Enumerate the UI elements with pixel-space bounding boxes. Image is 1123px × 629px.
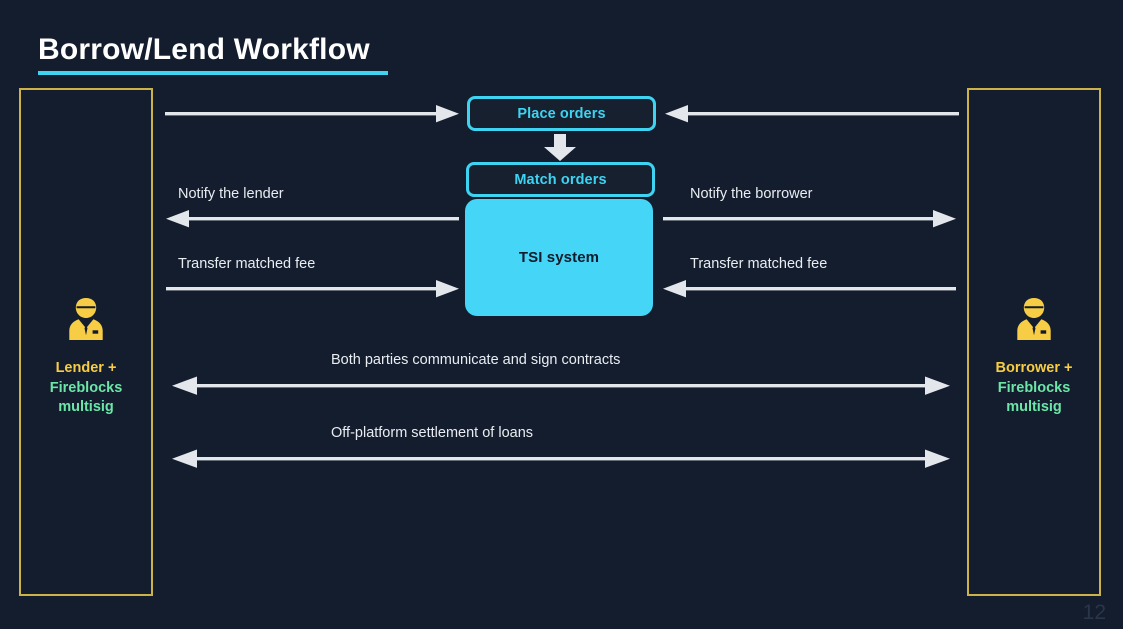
flow-label-notify-lender: Notify the lender: [178, 186, 284, 202]
node-tsi-system[interactable]: TSI system: [465, 199, 653, 316]
flow-arrow-notify-borrower: [663, 208, 956, 230]
party-lender-content: Lender + Fireblocks multisig: [21, 295, 151, 418]
party-borrower-role: Borrower +: [995, 360, 1073, 376]
flow-arrow-transfer-fee-lender: [166, 278, 459, 300]
flow-label-transfer-fee-lender: Transfer matched fee: [178, 256, 316, 272]
node-place-orders[interactable]: Place orders: [467, 96, 656, 131]
node-match-orders[interactable]: Match orders: [466, 162, 655, 197]
flow-label-communicate-sign: Both parties communicate and sign contra…: [331, 352, 621, 368]
flow-arrow-off-platform: [172, 448, 950, 470]
party-lender-wallet-line2: multisig: [58, 399, 114, 415]
flow-arrow-lender-place-orders: [165, 103, 459, 125]
flow-arrow-notify-lender: [166, 208, 459, 230]
flow-label-off-platform: Off-platform settlement of loans: [331, 425, 534, 441]
businessperson-icon: [969, 295, 1099, 351]
flow-arrow-communicate-sign: [172, 375, 950, 397]
party-lender-wallet-line1: Fireblocks: [49, 379, 123, 396]
title-underline: [38, 71, 388, 75]
party-panel-lender: Lender + Fireblocks multisig: [19, 88, 153, 596]
party-borrower-wallet-line2: multisig: [1006, 399, 1062, 415]
flow-label-notify-borrower: Notify the borrower: [690, 186, 813, 202]
party-borrower-wallet-line1: Fireblocks: [997, 379, 1071, 396]
flow-arrow-transfer-fee-borrower: [663, 278, 956, 300]
party-lender-role: Lender +: [55, 360, 117, 376]
party-panel-borrower: Borrower + Fireblocks multisig: [967, 88, 1101, 596]
page-number: 12: [1082, 601, 1106, 624]
flow-arrow-borrower-place-orders: [665, 103, 959, 125]
page-title: Borrow/Lend Workflow: [38, 33, 370, 66]
node-place-orders-label: Place orders: [517, 105, 606, 122]
businessperson-icon: [21, 295, 151, 351]
node-tsi-system-label: TSI system: [518, 249, 600, 266]
flow-label-transfer-fee-borrower: Transfer matched fee: [690, 256, 828, 272]
node-match-orders-label: Match orders: [514, 171, 607, 188]
party-borrower-content: Borrower + Fireblocks multisig: [969, 295, 1099, 418]
down-block-arrow-icon: [543, 134, 577, 161]
